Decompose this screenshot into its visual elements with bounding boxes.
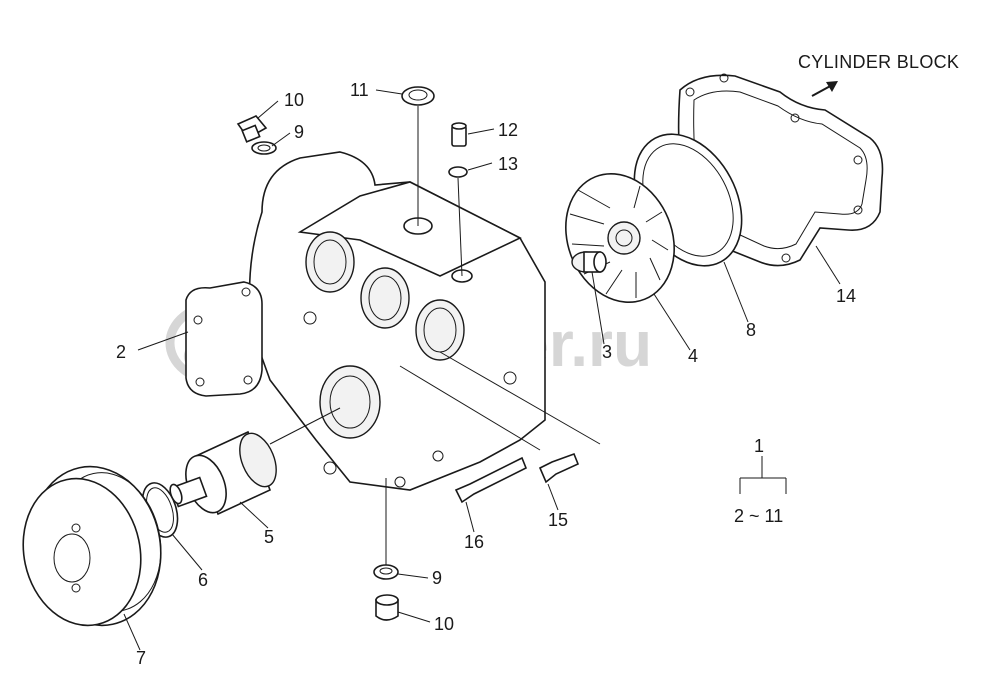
bolt-part-15 [538, 452, 580, 484]
callout-5: 5 [264, 527, 274, 547]
shaft-part-3 [571, 251, 607, 273]
bearing-part-5 [169, 407, 341, 516]
callout-3: 3 [602, 342, 612, 362]
washer-part-9-bottom [373, 564, 399, 580]
direction-arrow-icon [811, 81, 838, 97]
callout-7: 7 [136, 648, 146, 668]
callout-10-top: 10 [284, 90, 304, 110]
callout-9-bottom: 9 [432, 568, 442, 588]
pulley-part-7 [22, 465, 162, 627]
bolt-part-16 [454, 456, 528, 504]
callout-4: 4 [688, 346, 698, 366]
callout-labels: 1 2 ~ 11 2 3 4 5 6 7 8 9 9 10 10 11 12 1… [116, 80, 856, 668]
callout-10-bottom: 10 [434, 614, 454, 634]
washer-part-13 [448, 166, 468, 277]
callout-9-top: 9 [294, 122, 304, 142]
callout-6: 6 [198, 570, 208, 590]
callout-2: 2 [116, 342, 126, 362]
bolt-guide-lines [399, 351, 601, 451]
pump-housing [248, 151, 546, 491]
callout-range-2-11: 2 ~ 11 [734, 506, 783, 526]
callout-1: 1 [754, 436, 764, 456]
fitting-part-12 [451, 122, 467, 147]
callout-14: 14 [836, 286, 856, 306]
plug-part-10-top [236, 115, 268, 143]
callout-15: 15 [548, 510, 568, 530]
cylinder-block-label: CYLINDER BLOCK [798, 52, 959, 72]
assembly-bracket [739, 456, 787, 494]
callout-11: 11 [350, 80, 369, 100]
callout-8: 8 [746, 320, 756, 340]
callout-16: 16 [464, 532, 484, 552]
ring-part-11 [401, 86, 435, 226]
callout-12: 12 [498, 120, 518, 140]
plug-part-10-bottom [375, 594, 399, 621]
callout-13: 13 [498, 154, 518, 174]
washer-part-9-top [251, 141, 277, 155]
leader-lines [123, 89, 841, 651]
cover-part-2 [185, 281, 263, 397]
